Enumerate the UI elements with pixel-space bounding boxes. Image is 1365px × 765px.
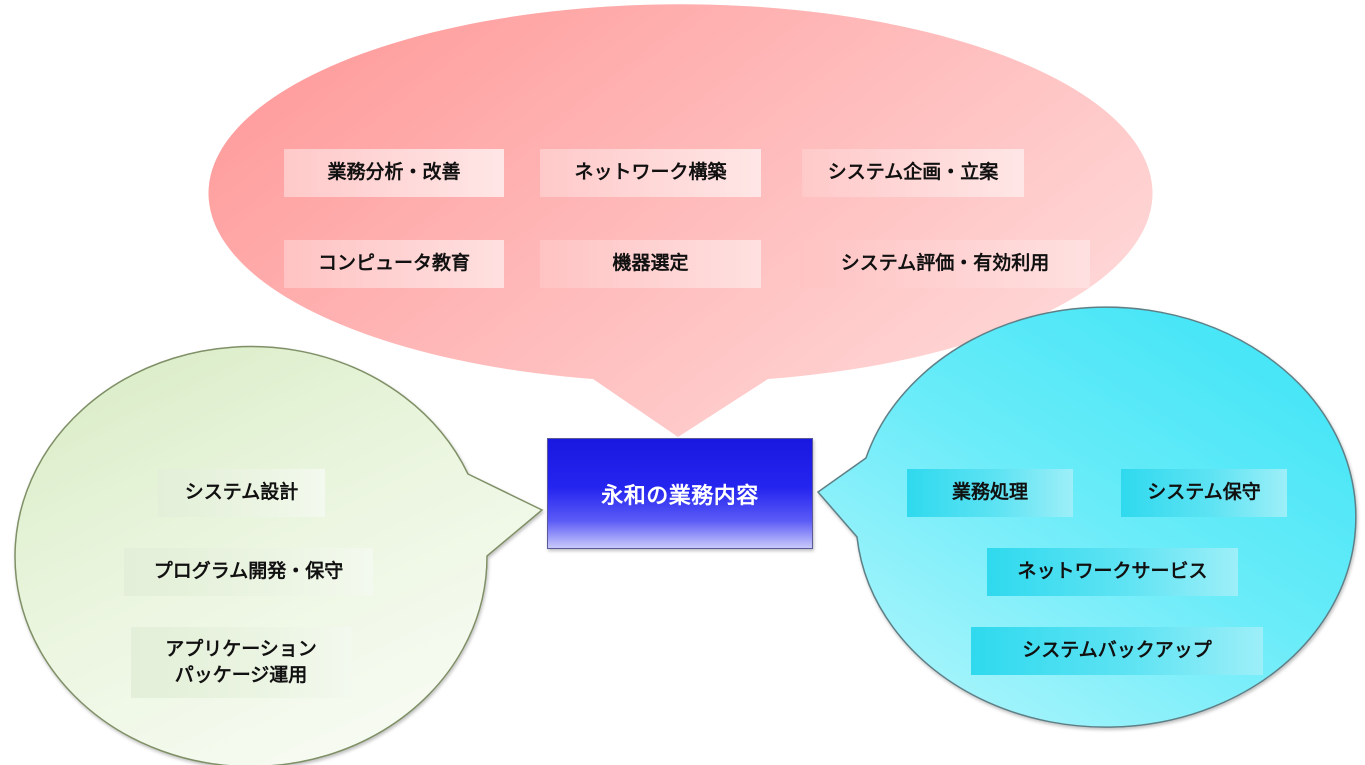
left-item-application-line1: アプリケーション (165, 637, 317, 660)
top-item-system-evaluation: システム評価・有効利用 (800, 240, 1090, 288)
left-item-program-development: プログラム開発・保守 (124, 548, 373, 596)
right-item-network-service: ネットワークサービス (987, 548, 1238, 596)
top-speech-bubble (208, 4, 1153, 438)
right-item-system-maintenance: システム保守 (1121, 469, 1287, 517)
left-item-system-design: システム設計 (158, 469, 325, 517)
top-item-network-construction: ネットワーク構築 (540, 149, 761, 197)
top-item-system-planning: システム企画・立案 (802, 149, 1024, 197)
right-item-system-backup: システムバックアップ (971, 627, 1263, 675)
center-title-box: 永和の業務内容 (547, 438, 813, 549)
left-item-application-package: アプリケーション パッケージ運用 (131, 627, 351, 698)
center-title: 永和の業務内容 (601, 483, 759, 509)
top-item-computer-education: コンピュータ教育 (284, 240, 504, 288)
right-speech-bubble (816, 306, 1357, 728)
top-item-business-analysis: 業務分析・改善 (284, 149, 504, 197)
left-item-application-line2: パッケージ運用 (174, 663, 308, 686)
right-item-business-processing: 業務処理 (907, 469, 1073, 517)
top-item-equipment-selection: 機器選定 (540, 240, 761, 288)
